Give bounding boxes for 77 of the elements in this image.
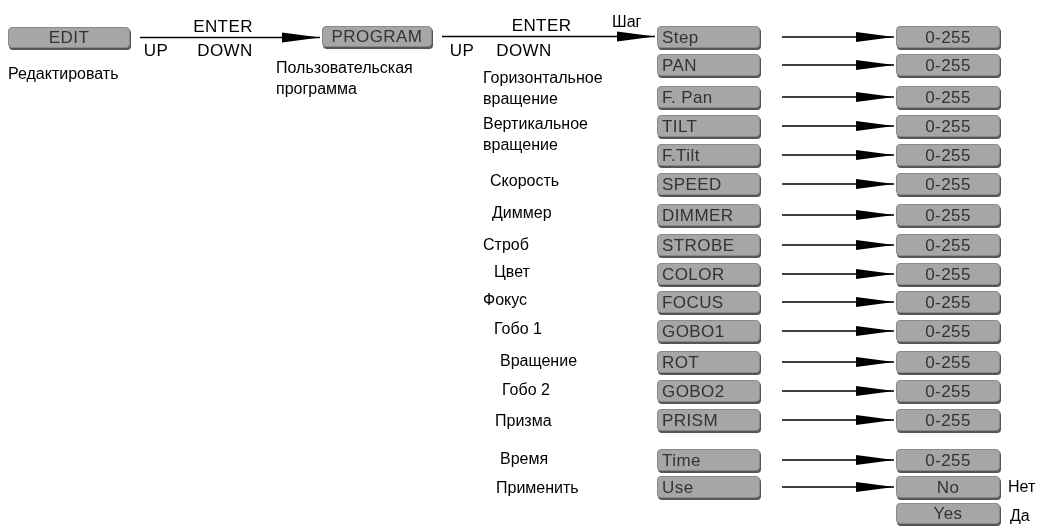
value-box: 0-255 <box>896 115 1000 137</box>
key-label: UP <box>143 42 169 59</box>
value-box: 0-255 <box>896 204 1000 226</box>
value-box: 0-255 <box>896 351 1000 373</box>
parameter-label: Гобо 1 <box>494 319 543 339</box>
menu-item-box: F. Pan <box>657 86 760 108</box>
value-box: 0-255 <box>896 234 1000 256</box>
arrow <box>441 31 656 42</box>
menu-item-box: STROBE <box>657 234 760 256</box>
parameter-label: Скорость <box>490 171 561 191</box>
value-box: 0-255 <box>896 144 1000 166</box>
menu-item-box: SPEED <box>657 173 760 195</box>
arrow <box>781 121 895 131</box>
edge-label: ENTER <box>193 17 253 35</box>
parameter-label: Фокус <box>483 290 529 310</box>
parameter-label: Строб <box>483 235 530 255</box>
parameter-label: Время <box>500 449 550 469</box>
arrow <box>781 179 895 189</box>
parameter-label: Применить <box>496 478 580 498</box>
parameter-label: Вращение <box>500 351 579 371</box>
mode-box: PROGRAM <box>322 26 432 47</box>
arrow <box>781 415 895 425</box>
arrow <box>781 386 895 396</box>
arrow <box>781 210 895 220</box>
menu-item-box: GOBO2 <box>657 380 760 402</box>
menu-item-box: Step <box>657 26 760 48</box>
arrow <box>781 150 895 160</box>
value-box: 0-255 <box>896 291 1000 313</box>
value-box: 0-255 <box>896 449 1000 471</box>
parameter-label: Диммер <box>492 203 553 223</box>
parameter-label: Гобо 2 <box>502 380 551 400</box>
value-box: 0-255 <box>896 409 1000 431</box>
menu-item-box: FOCUS <box>657 291 760 313</box>
menu-item-box: PAN <box>657 54 760 76</box>
arrow <box>781 357 895 367</box>
arrow <box>781 32 895 42</box>
menu-item-box: COLOR <box>657 263 760 285</box>
value-box: No <box>896 476 1000 498</box>
menu-item-box: GOBO1 <box>657 320 760 342</box>
arrow <box>781 297 895 307</box>
node-caption: Да <box>1010 506 1031 526</box>
arrow <box>781 240 895 250</box>
parameter-label: Цвет <box>494 262 531 282</box>
parameter-label: Призма <box>495 411 553 431</box>
parameter-label: Вертикальное вращение <box>483 114 589 155</box>
menu-item-box: Use <box>657 476 760 498</box>
value-box: Yes <box>896 503 1000 524</box>
menu-item-box: DIMMER <box>657 204 760 226</box>
value-box: 0-255 <box>896 54 1000 76</box>
key-label: UP <box>449 42 475 59</box>
value-box: 0-255 <box>896 320 1000 342</box>
value-box: 0-255 <box>896 173 1000 195</box>
key-label: DOWN <box>197 42 253 59</box>
node-caption: Шаг <box>612 12 643 32</box>
arrow <box>781 269 895 279</box>
value-box: 0-255 <box>896 263 1000 285</box>
node-caption: Горизонтальное вращение <box>483 68 604 109</box>
arrow <box>781 482 895 492</box>
edge-label: ENTER <box>511 16 572 34</box>
menu-item-box: ROT <box>657 351 760 373</box>
menu-item-box: Time <box>657 449 760 471</box>
value-box: 0-255 <box>896 86 1000 108</box>
arrow <box>781 60 895 70</box>
node-caption: Редактировать <box>8 64 120 84</box>
arrow <box>781 326 895 336</box>
arrow <box>781 92 895 102</box>
menu-item-box: TILT <box>657 115 760 137</box>
arrow <box>139 32 321 43</box>
node-caption: Нет <box>1008 477 1037 497</box>
menu-item-box: F.Tilt <box>657 144 760 166</box>
value-box: 0-255 <box>896 380 1000 402</box>
node-caption: Пользовательская программа <box>276 58 414 99</box>
mode-box: EDIT <box>8 27 130 48</box>
arrow <box>781 455 895 465</box>
menu-item-box: PRISM <box>657 409 760 431</box>
key-label: DOWN <box>496 42 552 59</box>
value-box: 0-255 <box>896 26 1000 48</box>
